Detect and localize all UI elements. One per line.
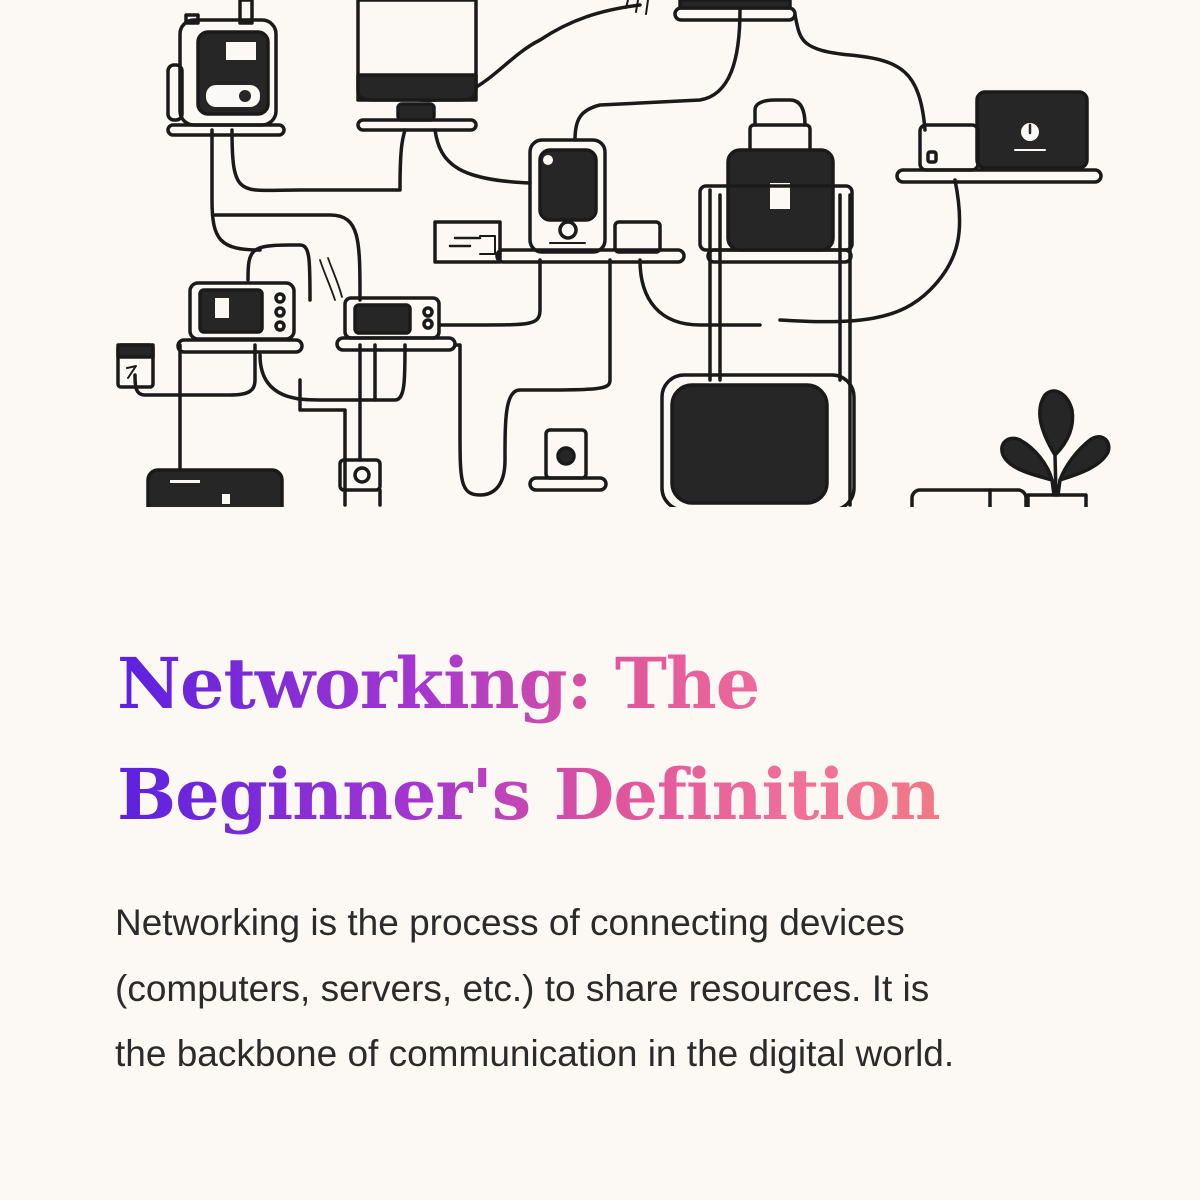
microwave-device-1 — [188, 281, 296, 341]
microwave-device-2 — [343, 296, 441, 340]
router-device — [166, 0, 278, 127]
speaker-device — [544, 428, 588, 480]
phone-device — [528, 138, 607, 254]
description: Networking is the process of connecting … — [115, 890, 1115, 1087]
server-device — [698, 123, 854, 252]
socket-device — [338, 458, 382, 492]
description-line-2: (computers, servers, etc.) to share reso… — [115, 967, 930, 1009]
plant-icon — [910, 389, 1111, 507]
modem-device — [433, 220, 502, 264]
description-line-1: Networking is the process of connecting … — [115, 902, 905, 943]
bottom-left-device — [146, 468, 284, 507]
laptop-device — [918, 90, 1089, 172]
title-line-1: Networking: The — [117, 642, 760, 725]
clock-device — [116, 343, 155, 389]
network-devices-icon — [116, 0, 1111, 507]
page-title: Networking: The Beginner's Definition — [117, 628, 1117, 850]
small-box — [613, 220, 662, 254]
monitor-device — [356, 0, 478, 122]
title-line-2: Beginner's Definition — [117, 753, 940, 836]
tv-device — [660, 373, 856, 507]
description-line-3: the backbone of communication in the dig… — [115, 1033, 955, 1074]
